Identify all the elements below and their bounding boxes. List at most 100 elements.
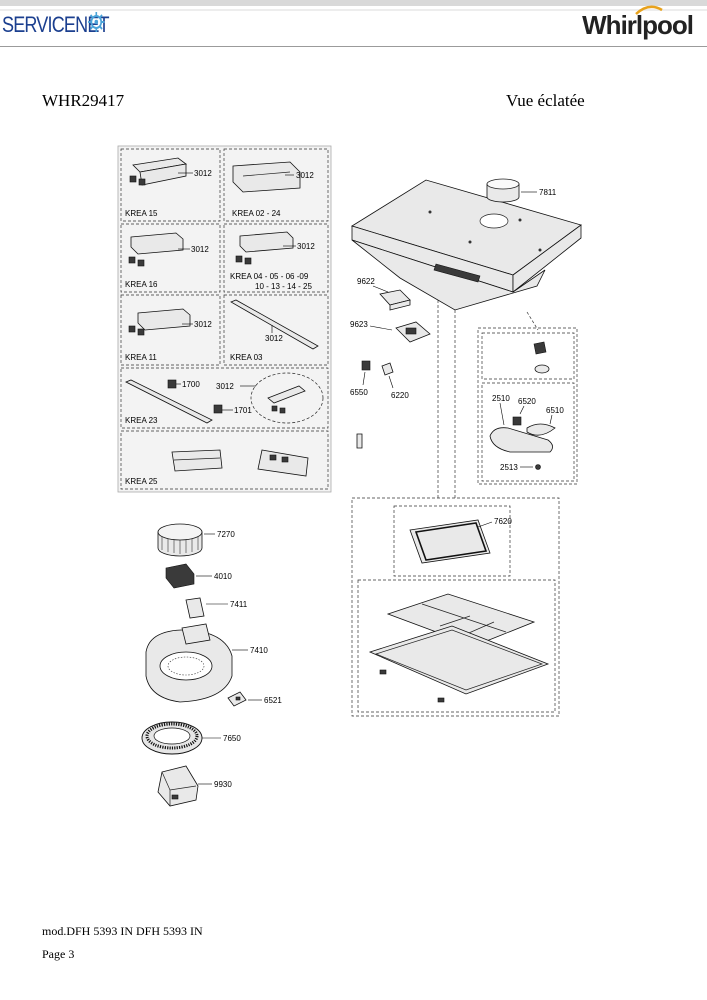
hood-control-slot: [433, 263, 481, 283]
ring-inner: [153, 727, 191, 745]
part-label: 9623: [350, 320, 368, 329]
panel-edge: [242, 171, 291, 177]
control-panel-part: [130, 232, 184, 255]
header-separator: [0, 46, 707, 47]
filter-panel-box: [357, 579, 556, 713]
part-label: 9622: [357, 277, 375, 286]
variant-box: [223, 294, 329, 366]
bracket-clip: [171, 794, 179, 800]
panel-edge: [173, 457, 221, 461]
housing-mount: [181, 623, 211, 645]
hood-screw-hole: [538, 248, 542, 252]
bracket-box-edges: [161, 771, 197, 806]
knob-part: [244, 257, 252, 265]
part-7650-filter-ring: 7650: [141, 721, 241, 755]
part-7811-outlet-ring: 7811: [486, 178, 557, 203]
knob-part: [281, 456, 289, 463]
outlet-ring-top: [486, 178, 520, 190]
leader-line: [388, 375, 394, 389]
variant-box: [120, 223, 221, 293]
footer-model: mod.DFH 5393 IN DFH 5393 IN: [42, 924, 203, 938]
part-6521: 6521: [227, 691, 282, 707]
lamp-bulb-part: [526, 423, 556, 436]
header-top-bar: [0, 0, 707, 6]
control-panel-part: [239, 231, 294, 253]
leader-line: [499, 402, 505, 426]
variant-box: [120, 294, 221, 366]
part-label: 7410: [250, 646, 268, 655]
hood-screw-hole: [468, 240, 472, 244]
part-label: 3012: [297, 242, 315, 251]
whirlpool-logo-text: Whirlpool: [582, 10, 694, 40]
board-part-edge: [389, 299, 411, 311]
switch-part: [381, 362, 394, 376]
grease-filter-part: [409, 519, 491, 564]
part-6220: 6220: [381, 362, 409, 400]
knob-part: [129, 175, 137, 183]
variant-label: KREA 02 - 24: [232, 209, 281, 218]
lamp-socket-part: [533, 341, 547, 355]
part-label-7620: 7620: [494, 517, 512, 526]
leader-line: [362, 371, 366, 386]
bracket-part: [185, 597, 205, 619]
filter-grease-box: [393, 505, 511, 577]
part-label: 6220: [391, 391, 409, 400]
knob-part: [128, 256, 136, 264]
variant-label: KREA 16: [125, 280, 158, 289]
part-label-6510: 6510: [546, 406, 564, 415]
variant-box: [223, 223, 329, 293]
knob-part: [235, 255, 243, 263]
variant-krea-11: 3012 KREA 11: [120, 294, 221, 366]
motor-body: [165, 563, 195, 589]
screw-part: [535, 464, 541, 470]
swoosh-icon: [635, 5, 663, 15]
part-9930: 9930: [157, 765, 232, 807]
knob-part: [137, 259, 145, 267]
control-panel-variants: 3012 KREA 15 3012 KREA 02 - 24 3012 KREA…: [117, 145, 332, 493]
filter-clip-part: [379, 669, 387, 675]
variant-label-line1: KREA 04 - 05 - 06 -09: [230, 272, 309, 281]
leader-line: [372, 285, 389, 293]
hood-screw-hole: [428, 210, 432, 214]
part-label: 3012: [194, 169, 212, 178]
variant-box: [120, 148, 221, 222]
servicenet-logo: SERVICENET: [2, 12, 110, 38]
part-label: 4010: [214, 572, 232, 581]
fan-wheel-top: [157, 523, 203, 541]
variant-label: KREA 15: [125, 209, 158, 218]
variant-krea-03: 3012 KREA 03: [223, 294, 329, 366]
leader-line: [519, 405, 525, 415]
capacitor-terminal: [235, 696, 241, 701]
filter-clip-part: [437, 697, 445, 703]
control-module-chip: [405, 327, 417, 335]
part-label: 3012: [265, 334, 283, 343]
knob-part: [271, 405, 278, 412]
variant-krea-16: 3012 KREA 16: [120, 223, 221, 293]
variant-label-line2: 10 - 13 - 14 - 25: [255, 282, 312, 291]
part-9622: 9622: [357, 277, 411, 311]
leader-line: [477, 521, 493, 528]
housing-inlet: [159, 651, 213, 681]
button-part: [167, 379, 177, 389]
hood-lower-body: [351, 239, 546, 311]
part-label-1701: 1701: [234, 406, 252, 415]
grease-filter-frame: [414, 522, 488, 561]
variant-krea-15: 3012 KREA 15: [120, 148, 221, 222]
control-strip-part: [125, 379, 213, 424]
whirlpool-logo: Whirlpool: [582, 5, 694, 41]
small-pin-part: [356, 433, 363, 449]
leader-line: [549, 414, 553, 425]
lamp-socket-box: [481, 332, 575, 380]
knob-part: [137, 328, 145, 336]
lamp-cap-part: [534, 364, 550, 374]
part-label-3012: 3012: [216, 382, 234, 391]
lamp-outer-box: [477, 327, 578, 485]
part-label: 3012: [194, 320, 212, 329]
lamp-lens-part: [489, 427, 553, 453]
control-panel-part: [232, 161, 301, 193]
part-label: 7811: [539, 188, 557, 197]
variant-label: KREA 11: [125, 353, 157, 362]
part-label-6520: 6520: [518, 397, 536, 406]
filter-assembly: 7620: [351, 497, 560, 717]
